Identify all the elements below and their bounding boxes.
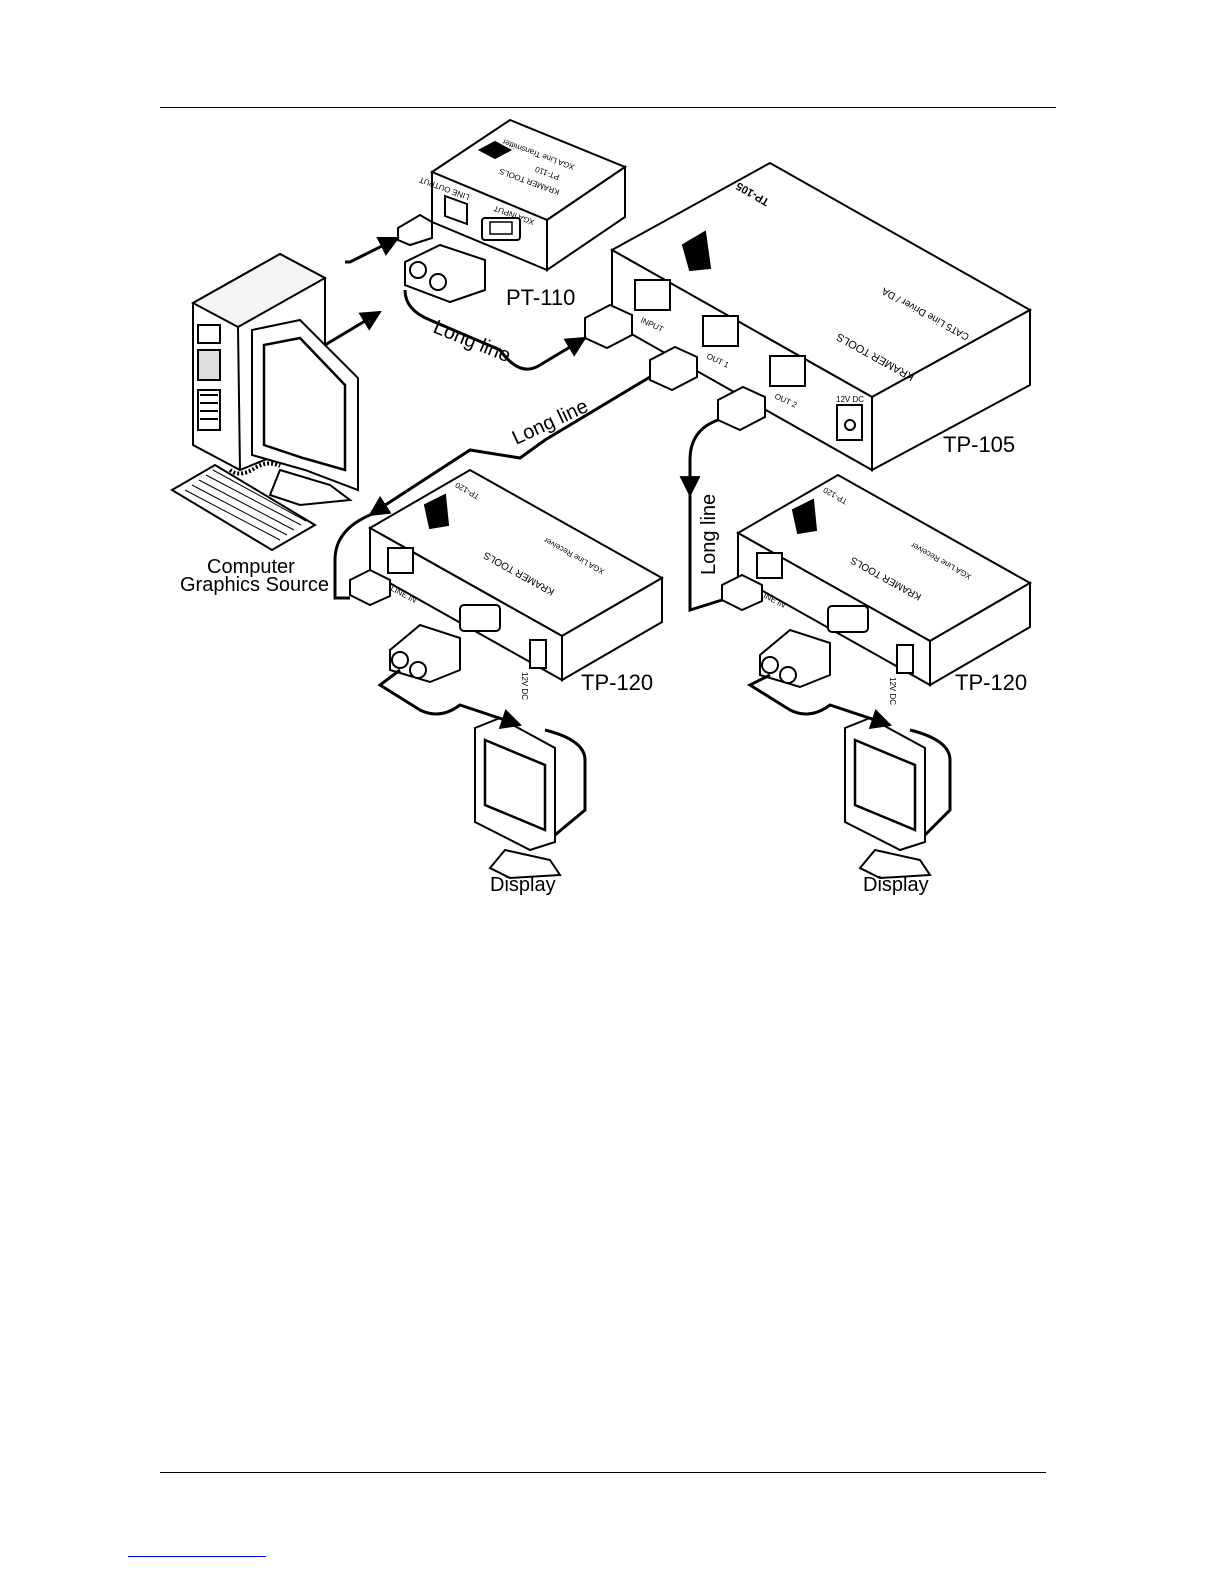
cables [324, 236, 952, 837]
tp105-label: TP-105 [943, 432, 1015, 457]
tp120-left-device [367, 468, 665, 682]
computer-label-line1: Computer [207, 556, 295, 578]
tp105-plugs [584, 303, 766, 432]
tp120-left-power: 12V DC [520, 672, 529, 700]
tp120-plugs [349, 568, 831, 689]
tp120-right-label: TP-120 [955, 670, 1027, 695]
pt110-label: PT-110 [506, 285, 575, 310]
long-line-label-1: Long line [430, 316, 514, 367]
display-left-monitor [474, 716, 562, 880]
long-line-label-2: Long line [509, 395, 592, 449]
footer-link-underline[interactable] [128, 1556, 266, 1557]
computer-graphics-source [170, 252, 359, 552]
tp120-left-label: TP-120 [581, 670, 653, 695]
tp105-device [609, 161, 1033, 472]
footer-rule [160, 1472, 1046, 1473]
tp120-right-device [735, 473, 1033, 687]
display-left-label: Display [490, 874, 556, 896]
pt110-plugs [397, 213, 486, 304]
display-right-monitor [844, 716, 932, 880]
tp105-power-label: 12V DC [836, 395, 864, 404]
pt110-device [429, 118, 628, 272]
tp120-right-power: 12V DC [888, 677, 897, 705]
computer-label-line2: Graphics Source [180, 574, 329, 596]
pc-keyboard [170, 463, 317, 552]
display-right-label: Display [863, 874, 929, 896]
header-rule [160, 107, 1056, 108]
long-line-label-3: Long line [698, 494, 720, 575]
